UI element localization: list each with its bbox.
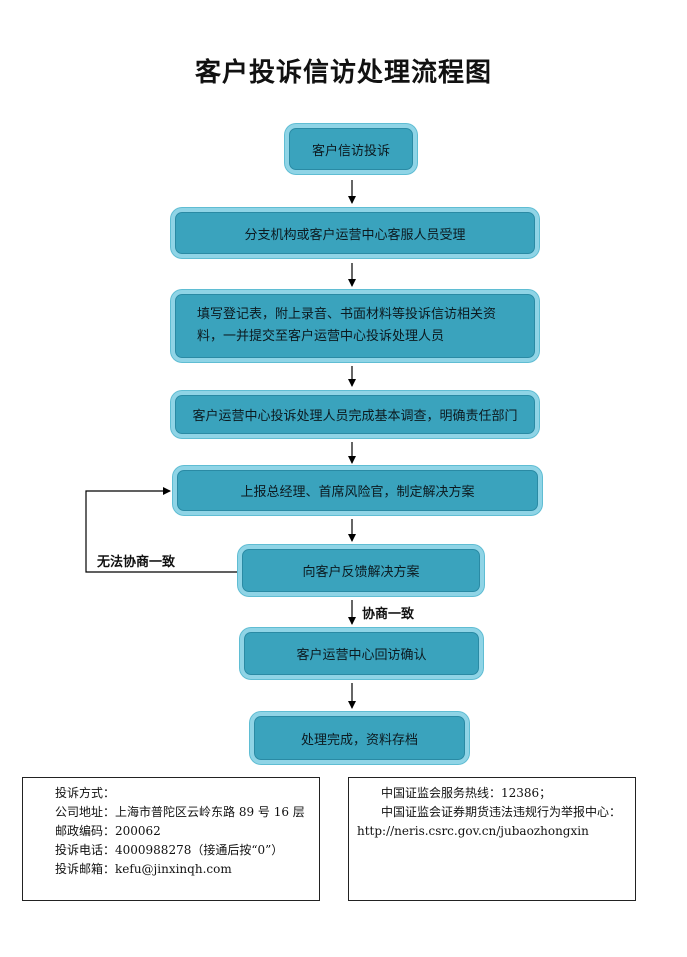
step-investigate: 客户运营中心投诉处理人员完成基本调查，明确责任部门 xyxy=(171,391,539,438)
step-label: 客户运营中心投诉处理人员完成基本调查，明确责任部门 xyxy=(192,409,518,424)
contact-heading: 投诉方式： xyxy=(55,786,116,800)
csrc-hotline: 中国证监会服务热线：12386； xyxy=(381,786,552,800)
step-complete: 处理完成，资料存档 xyxy=(250,712,469,764)
contact-address: 公司地址：上海市普陀区云岭东路 89 号 16 层 xyxy=(55,805,305,819)
step-solution: 上报总经理、首席风险官，制定解决方案 xyxy=(173,466,542,515)
contact-postcode: 邮政编码：200062 xyxy=(55,824,161,838)
csrc-report-center: 中国证监会证券期货违法违规行为举报中心： xyxy=(381,805,622,819)
page-title: 客户投诉信访处理流程图 xyxy=(194,58,492,88)
contact-email: 投诉邮箱：kefu@jinxinqh.com xyxy=(55,862,232,876)
step-register: 填写登记表，附上录音、书面材料等投诉信访相关资料，一并提交至客户运营中心投诉处理… xyxy=(171,290,539,362)
csrc-url[interactable]: http://neris.csrc.gov.cn/jubaozhongxin xyxy=(357,824,589,838)
agreement-label: 协商一致 xyxy=(362,607,415,622)
step-label: 处理完成，资料存档 xyxy=(300,732,418,748)
feedback-loop-line xyxy=(85,487,238,573)
step-label: 填写登记表，附上录音、书面材料等投诉信访相关资料，一并提交至客户运营中心投诉处理… xyxy=(197,307,497,344)
step-revisit: 客户运营中心回访确认 xyxy=(240,628,483,679)
csrc-info-box: 中国证监会服务热线：12386； 中国证监会证券期货违法违规行为举报中心： ht… xyxy=(348,777,636,901)
no-agreement-label: 无法协商一致 xyxy=(97,555,176,570)
step-label: 向客户反馈解决方案 xyxy=(302,565,420,580)
step-accept: 分支机构或客户运营中心客服人员受理 xyxy=(171,208,539,258)
step-label: 上报总经理、首席风险官，制定解决方案 xyxy=(240,485,475,500)
step-label: 客户运营中心回访确认 xyxy=(296,648,427,663)
contact-phone: 投诉电话：4000988278（接通后按“0”） xyxy=(55,843,284,857)
step-label: 分支机构或客户运营中心客服人员受理 xyxy=(244,227,466,243)
step-feedback: 向客户反馈解决方案 xyxy=(238,545,484,596)
step-label: 客户信访投诉 xyxy=(311,143,390,159)
step-complaint: 客户信访投诉 xyxy=(285,124,417,174)
contact-info-box: 投诉方式： 公司地址：上海市普陀区云岭东路 89 号 16 层 邮政编码：200… xyxy=(22,777,320,901)
